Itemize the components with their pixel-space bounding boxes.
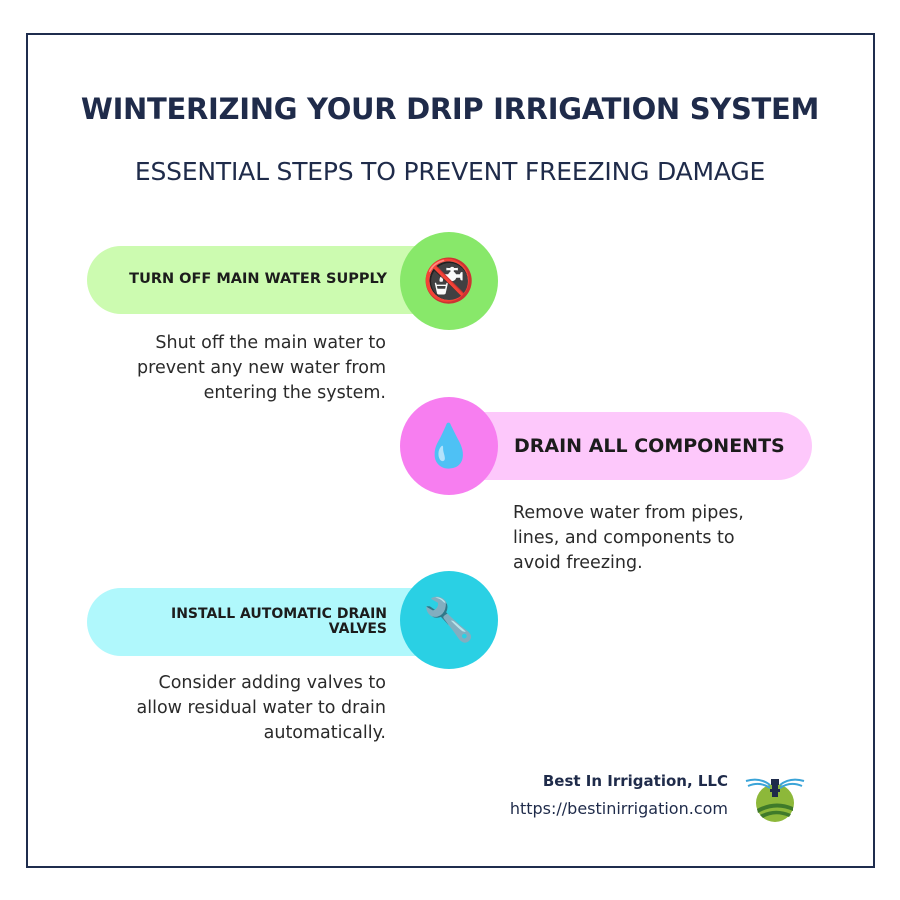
step-1-pill: TURN OFF MAIN WATER SUPPLY — [87, 246, 449, 314]
step-3-icon-circle: 🔧 — [400, 571, 498, 669]
no-water-icon: 🚱 — [422, 257, 476, 304]
infographic-frame — [26, 33, 875, 868]
company-name: Best In Irrigation, LLC — [542, 772, 728, 790]
page-subtitle: ESSENTIAL STEPS TO PREVENT FREEZING DAMA… — [134, 157, 766, 186]
step-1-title: TURN OFF MAIN WATER SUPPLY — [129, 271, 387, 288]
step-1-description: Shut off the main water to prevent any n… — [137, 333, 386, 403]
step-2-title: DRAIN ALL COMPONENTS — [514, 434, 785, 457]
step-2-icon-circle: 💧 — [400, 397, 498, 495]
step-1-icon-circle: 🚱 — [400, 232, 498, 330]
page-title: WINTERIZING YOUR DRIP IRRIGATION SYSTEM — [80, 92, 820, 126]
step-3-pill: INSTALL AUTOMATIC DRAIN VALVES — [87, 588, 449, 656]
step-2-description: Remove water from pipes, lines, and comp… — [513, 503, 744, 573]
company-url-link[interactable]: https://bestinirrigation.com — [509, 799, 728, 818]
wrench-icon: 🔧 — [422, 596, 476, 643]
step-3-title: INSTALL AUTOMATIC DRAIN VALVES — [171, 605, 387, 637]
step-2-pill: DRAIN ALL COMPONENTS — [449, 412, 812, 480]
step-3-description: Consider adding valves to allow residual… — [136, 673, 386, 743]
company-logo-icon — [745, 778, 805, 822]
droplet-icon: 💧 — [422, 422, 476, 469]
